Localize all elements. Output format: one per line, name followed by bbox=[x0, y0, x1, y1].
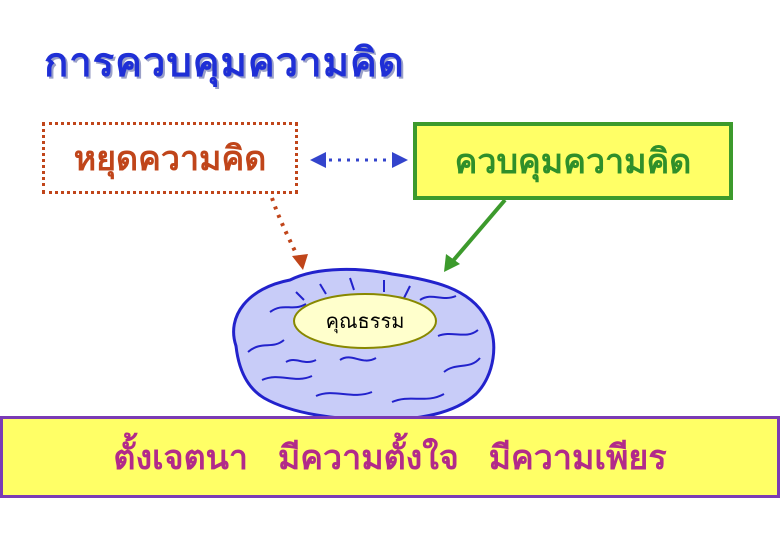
link-arrow bbox=[310, 152, 408, 168]
stop-thought-label: หยุดความคิด bbox=[73, 139, 267, 179]
control-thought-label: ควบคุมความคิด bbox=[454, 142, 692, 182]
page-title: การควบคุมความคิด bbox=[44, 40, 405, 86]
stop-to-brain-arrow bbox=[270, 197, 308, 270]
control-to-brain-arrow bbox=[444, 198, 507, 272]
bottom-banner: ตั้งเจตนา มีความตั้งใจ มีความเพียร bbox=[0, 416, 780, 498]
brain-icon bbox=[232, 267, 496, 422]
control-thought-box: ควบคุมความคิด bbox=[413, 122, 733, 200]
stop-thought-box: หยุดความคิด bbox=[42, 122, 298, 194]
bottom-banner-text: ตั้งเจตนา มีความตั้งใจ มีความเพียร bbox=[113, 438, 667, 478]
brain-center-label: คุณธรรม bbox=[325, 309, 405, 333]
